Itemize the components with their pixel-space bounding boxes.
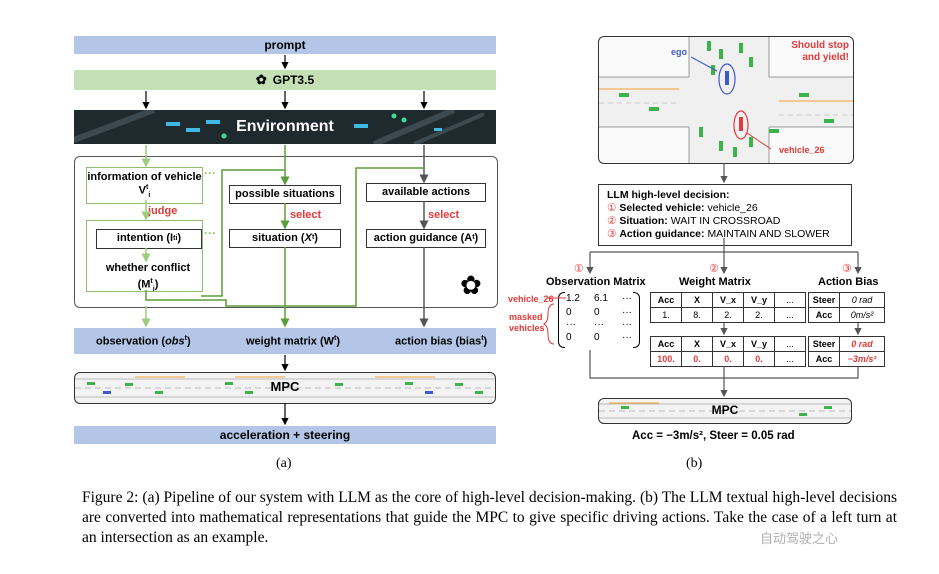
- dots-1: ···: [204, 166, 216, 180]
- panel-b-label: (b): [686, 456, 703, 471]
- watermark: 自动驾驶之心: [760, 531, 839, 546]
- intersection-scene: ego Should stop and yield! vehicle_26: [598, 36, 854, 164]
- vehicle26-row-label: vehicle_26: [508, 294, 554, 304]
- accel-steer-bar: acceleration + steering: [74, 426, 496, 444]
- panel-a-label: (a): [276, 456, 292, 471]
- result-label: Acc = −3m/s², Steer = 0.05 rad: [632, 430, 795, 442]
- possible-situations-box: possible situations: [229, 185, 341, 204]
- mpc-road-graphic-b: [599, 402, 851, 419]
- weight-matrix-title: Weight Matrix: [679, 276, 751, 288]
- figure-caption: Figure 2: (a) Pipeline of our system wit…: [82, 489, 897, 546]
- mpc-road-b: MPC: [598, 398, 852, 424]
- ego-label: ego: [671, 47, 688, 57]
- gpt-bar: ✿ GPT3.5: [74, 70, 496, 90]
- wm-num: ②: [709, 263, 719, 275]
- mpc-label-b: MPC: [711, 403, 739, 417]
- prompt-bar: prompt: [74, 36, 496, 54]
- vehicle26-scene-label: vehicle_26: [779, 145, 825, 155]
- observation-label: observation (obst): [96, 335, 191, 348]
- output-bar: [74, 328, 496, 354]
- ab-num: ③: [842, 263, 852, 275]
- environment-map-graphic: [74, 110, 485, 144]
- environment-bar: Environment: [74, 110, 496, 144]
- judge-label: judge: [148, 205, 178, 217]
- masked-vehicles-label: masked vehicles: [509, 312, 545, 333]
- mpc-label-a: MPC: [270, 379, 300, 394]
- info-vehicle-box: information of vehicle Vti: [86, 167, 203, 204]
- dots-2: ···: [204, 226, 216, 240]
- action-bias-label: action bias (biast): [395, 335, 488, 348]
- select-label-1: select: [290, 209, 322, 221]
- select-label-2: select: [428, 209, 460, 221]
- weight-matrix-label: weight matrix (Wt): [246, 335, 341, 348]
- action-bias-title: Action Bias: [818, 276, 879, 288]
- whether-conflict-label: whether conflict (Mti): [105, 262, 191, 293]
- obs-matrix-title: Observation Matrix: [546, 276, 646, 288]
- obs-matrix-row-2: ·········: [566, 319, 632, 330]
- openai-logo-icon: ✿: [460, 270, 482, 300]
- available-actions-box: available actions: [366, 183, 486, 202]
- intersection-graphic: [599, 37, 853, 163]
- obs-num: ①: [574, 263, 584, 275]
- mpc-road-a: MPC: [74, 372, 496, 404]
- mpc-road-graphic-a: [75, 376, 495, 398]
- yield-warning: Should stop and yield!: [791, 40, 849, 63]
- llm-decision-box: LLM high-level decision: ① Selected vehi…: [598, 184, 852, 246]
- openai-icon: ✿: [255, 72, 267, 87]
